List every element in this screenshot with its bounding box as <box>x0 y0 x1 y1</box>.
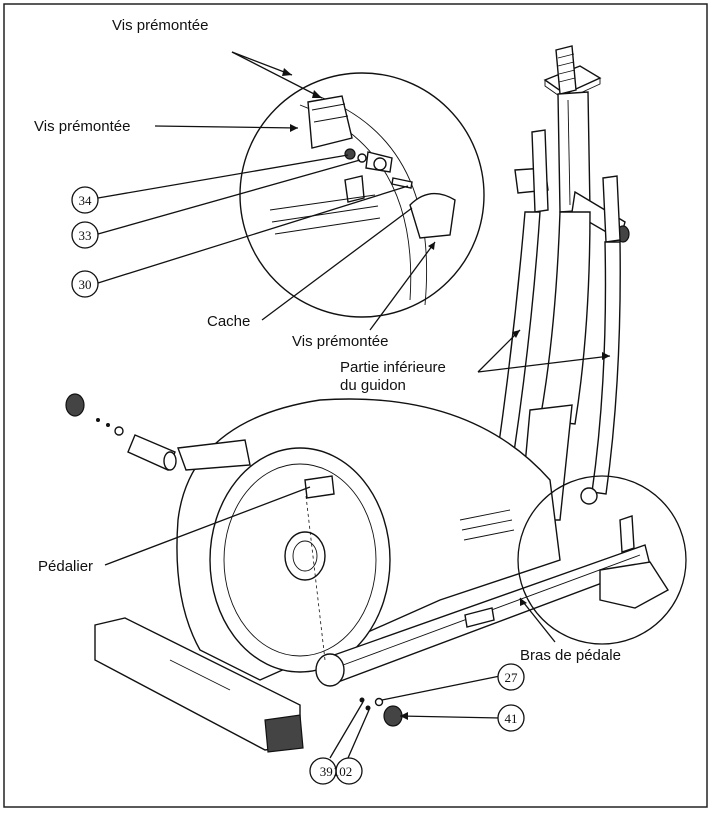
handle-left-top <box>531 129 549 213</box>
left-axle-parts <box>65 393 251 471</box>
leader-lines <box>97 51 611 759</box>
callout-39102-text: 39102 <box>320 764 353 779</box>
label-screw-preassembled-bottom: Vis prémontée <box>292 333 388 350</box>
callout-39102: 39102 <box>309 757 363 785</box>
handle-right-top <box>602 175 621 243</box>
label-crank: Pédalier <box>38 558 93 575</box>
bolt-30 <box>391 177 413 189</box>
lower-handlebar-right <box>591 241 621 495</box>
label-screw-preassembled-left: Vis prémontée <box>34 118 130 135</box>
pedal-arm-sleeve <box>315 653 345 687</box>
main-mast <box>539 211 591 425</box>
pedal-bracket <box>619 515 635 553</box>
vent-slots <box>459 509 515 541</box>
end-cap-left <box>65 393 85 417</box>
label-pedal-arm: Bras de pédale <box>520 647 621 664</box>
callout-34: 34 <box>71 186 99 214</box>
frame-border <box>3 3 708 808</box>
cover-right <box>409 192 456 239</box>
label-cache: Cache <box>207 313 250 330</box>
callout-30: 30 <box>71 270 99 298</box>
zoom-circle-top <box>239 72 485 318</box>
callout-30-text: 30 <box>79 277 92 292</box>
label-lower-handlebar-line2: du guidon <box>340 377 406 394</box>
callout-33: 33 <box>71 221 99 249</box>
bolt-top <box>555 45 577 95</box>
upright-column <box>497 45 630 521</box>
zoom-top-contents <box>269 94 456 306</box>
axle-bar <box>177 439 251 471</box>
flywheel-housing <box>94 398 561 753</box>
end-cap-right <box>383 705 403 727</box>
crank-arm <box>304 475 335 499</box>
washer-34 <box>344 148 356 160</box>
pedal-arm-tab <box>464 607 495 628</box>
crank-hub <box>284 531 326 581</box>
callout-27-text: 27 <box>505 670 519 685</box>
handlebar-pivot-bushing <box>580 487 598 505</box>
callout-41-text: 41 <box>505 711 518 726</box>
pedal-arm-assembly <box>315 515 669 727</box>
pedal <box>599 561 669 609</box>
callout-41: 41 <box>497 704 525 732</box>
bracket <box>344 175 365 203</box>
callout-34-text: 34 <box>79 193 93 208</box>
zoom-circle-bottom <box>517 475 687 645</box>
label-lower-handlebar-line1: Partie inférieure <box>340 359 446 376</box>
callout-33-text: 33 <box>79 228 92 243</box>
label-screw-preassembled-top: Vis prémontée <box>112 17 208 34</box>
callout-27: 27 <box>497 663 525 691</box>
